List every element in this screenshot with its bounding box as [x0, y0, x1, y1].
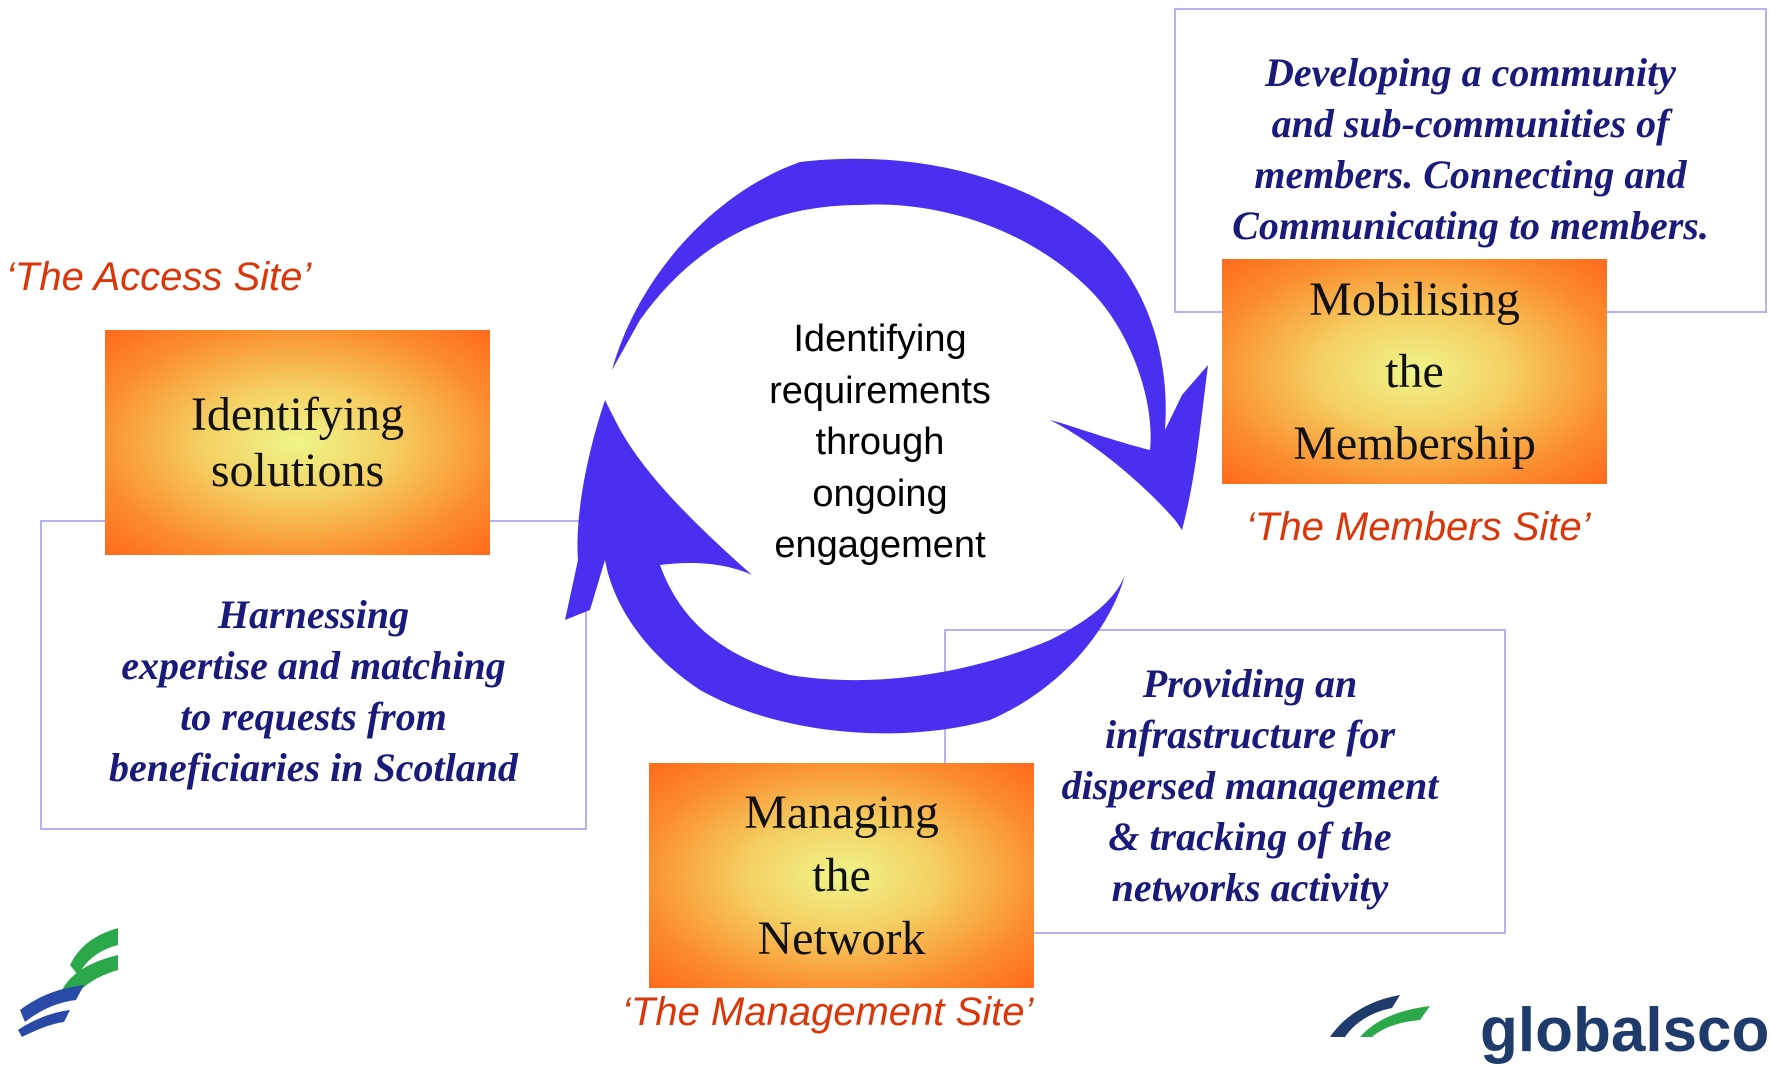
swoosh-logo-icon — [18, 928, 118, 1037]
globalscot-logo-text: globalsco — [1480, 996, 1770, 1065]
globalscot-logo-icon — [1330, 995, 1430, 1037]
members-box: Mobilising the Membership — [1222, 259, 1607, 484]
members-site-label: ‘The Members Site’ — [1246, 505, 1591, 549]
access-box: Identifying solutions — [105, 330, 490, 555]
access-description: Harnessing expertise and matching to req… — [109, 592, 518, 790]
management-description: Providing an infrastructure for disperse… — [1061, 661, 1439, 910]
cycle-arrows — [565, 158, 1208, 734]
bottom-cycle-arrow — [565, 400, 1125, 734]
center-cycle-text: Identifying requirements through ongoing… — [769, 318, 991, 566]
members-description: Developing a community and sub-communiti… — [1232, 50, 1709, 248]
top-cycle-arrow — [612, 158, 1208, 530]
management-site-label: ‘The Management Site’ — [622, 990, 1034, 1034]
access-site-label: ‘The Access Site’ — [6, 255, 312, 299]
management-box: Managing the Network — [649, 763, 1034, 988]
access-description-box — [40, 520, 587, 830]
